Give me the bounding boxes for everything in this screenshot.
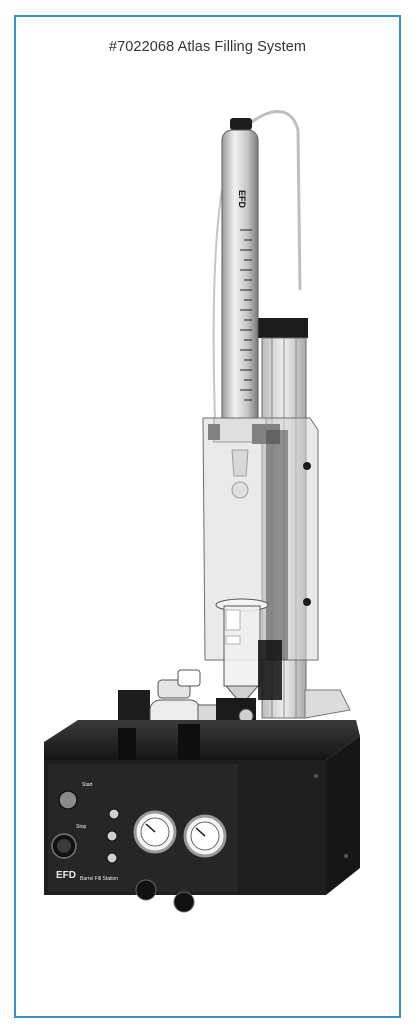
svg-text:Barrel Fill Station: Barrel Fill Station xyxy=(80,876,118,882)
svg-text:EFD: EFD xyxy=(237,190,247,209)
efd-logo: EFD xyxy=(56,870,76,881)
dispenser-base-icon: Start Stop EFD Barrel Fill Station xyxy=(44,720,360,913)
svg-text:Start: Start xyxy=(82,782,93,788)
air-tube xyxy=(244,110,302,291)
svg-text:Stop: Stop xyxy=(76,824,87,830)
pressure-gauge-icon xyxy=(133,810,177,854)
pressure-gauge-icon xyxy=(183,814,227,858)
cartridge-icon xyxy=(215,598,282,701)
product-caption: #7022068 Atlas Filling System xyxy=(108,39,307,55)
